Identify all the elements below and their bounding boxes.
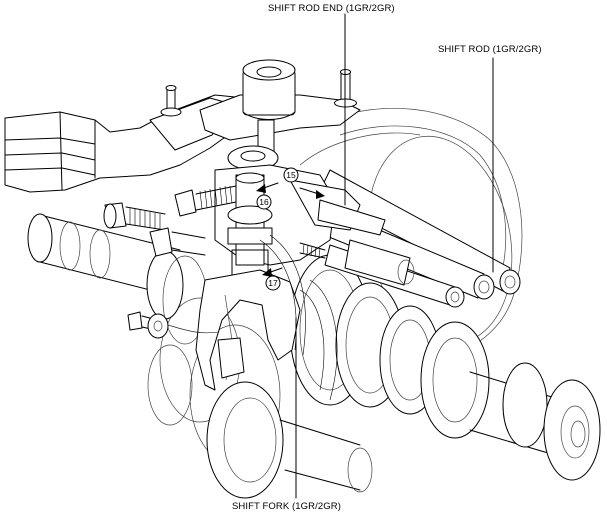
direction-arrows (256, 182, 325, 277)
gear-cluster (147, 254, 601, 499)
callout-15-label: 15 (286, 170, 296, 180)
callout-15: 15 (283, 167, 299, 183)
callout-16-label: 16 (259, 197, 269, 207)
label-shift-rod: SHIFT ROD (1GR/2GR) (438, 44, 542, 55)
label-shift-fork: SHIFT FORK (1GR/2GR) (232, 501, 341, 512)
callout-17-label: 17 (268, 278, 278, 288)
leader-lines (295, 13, 494, 499)
callout-16: 16 (256, 194, 272, 210)
bolts (103, 185, 326, 339)
shift-fork-part (195, 234, 306, 391)
label-shift-rod-end: SHIFT ROD END (1GR/2GR) (268, 3, 395, 14)
shift-mechanism-body (214, 164, 386, 291)
shift-rod-end-part (199, 59, 361, 171)
callout-17: 17 (265, 275, 281, 291)
